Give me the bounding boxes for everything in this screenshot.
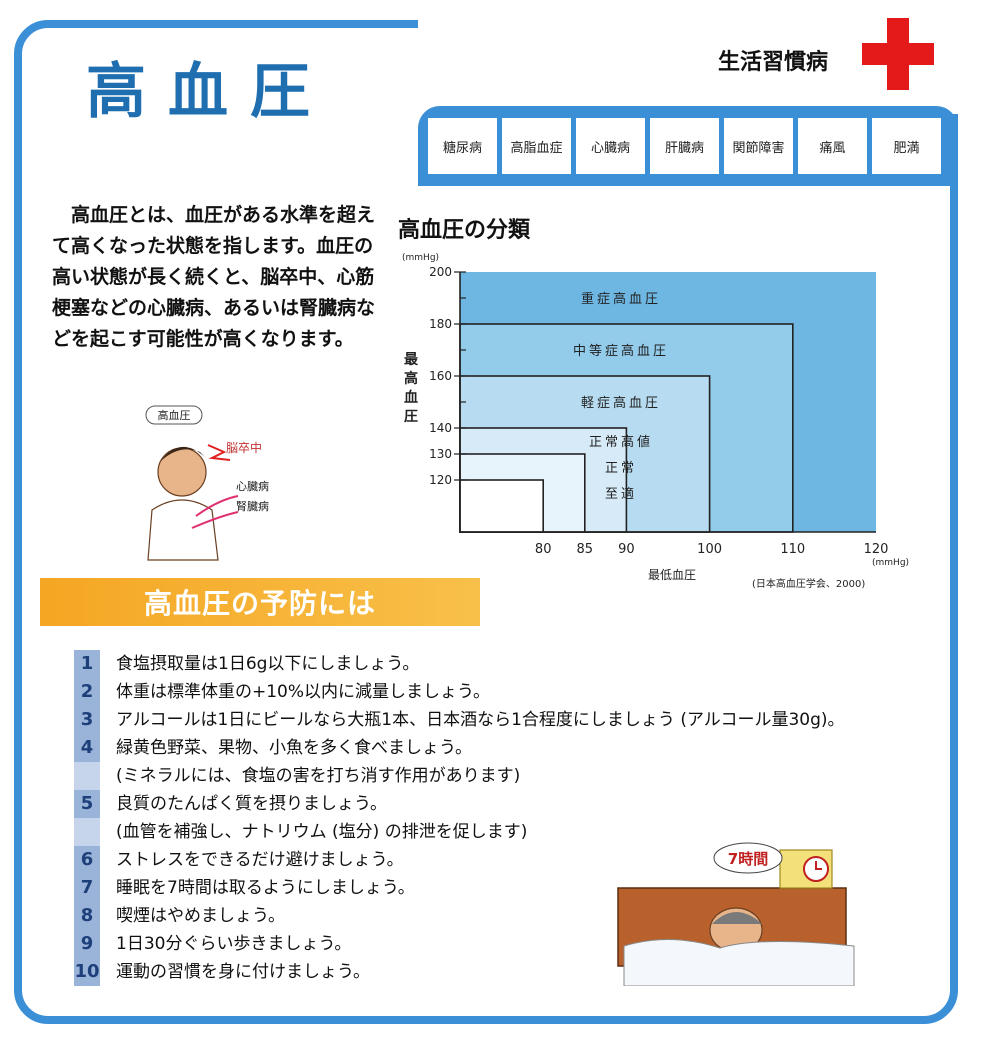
x-tick-label: 80 xyxy=(535,542,552,557)
x-unit: (mmHg) xyxy=(872,558,909,568)
page-title: 高血圧 xyxy=(86,57,332,127)
tab-heart-disease[interactable]: 心臓病 xyxy=(576,118,645,174)
y-tick-label: 200 xyxy=(429,265,452,279)
item-number: 5 xyxy=(74,790,100,818)
headache-man-illustration: 高血圧 脳卒中 心臓病 腎臓病 xyxy=(145,405,269,561)
prevention-banner: 高血圧の予防には xyxy=(40,578,480,626)
item-number: 8 xyxy=(74,902,100,930)
item-number: 3 xyxy=(74,706,100,734)
list-item: 3 アルコールは1日にビールなら大瓶1本、日本酒なら1合程度にしましょう (アルコ… xyxy=(74,706,845,734)
item-text: 体重は標準体重の+10%以内に減量しましょう。 xyxy=(116,682,491,702)
list-item: 4 緑黄色野菜、果物、小魚を多く食べましょう。 xyxy=(74,734,845,762)
list-item: 10 運動の習慣を身に付けましょう。 xyxy=(74,958,845,986)
item-text: (ミネラルには、食塩の害を打ち消す作用があります) xyxy=(116,766,521,786)
x-tick-label: 110 xyxy=(780,542,805,557)
item-number: 4 xyxy=(74,734,100,762)
item-number xyxy=(74,762,100,790)
prevention-title: 高血圧の予防には xyxy=(143,587,376,620)
label-kidney: 腎臓病 xyxy=(236,499,269,513)
label-hbp: 高血圧 xyxy=(158,408,191,422)
item-text: 運動の習慣を身に付けましょう。 xyxy=(116,962,370,982)
label-heart: 心臓病 xyxy=(236,479,269,493)
category-label: 至適 xyxy=(605,486,637,502)
category-label: 軽症高血圧 xyxy=(581,395,661,411)
chart-title: 高血圧の分類 xyxy=(398,218,531,243)
item-number: 10 xyxy=(74,958,100,986)
list-item: 6 ストレスをできるだけ避けましょう。 xyxy=(74,846,845,874)
item-number: 7 xyxy=(74,874,100,902)
x-tick-label: 100 xyxy=(697,542,722,557)
category-label: 正常 xyxy=(605,461,637,476)
y-tick-label: 130 xyxy=(429,447,452,461)
category-label: 中等症高血圧 xyxy=(573,343,669,359)
y-tick-label: 120 xyxy=(429,473,452,487)
item-text: ストレスをできるだけ避けましょう。 xyxy=(116,850,404,870)
tab-diabetes[interactable]: 糖尿病 xyxy=(428,118,497,174)
item-text: (血管を補強し、ナトリウム (塩分) の排泄を促します) xyxy=(116,822,528,842)
list-item: (血管を補強し、ナトリウム (塩分) の排泄を促します) xyxy=(74,818,845,846)
y-unit: (mmHg) xyxy=(402,253,439,263)
label-stroke: 脳卒中 xyxy=(226,440,262,455)
y-tick-label: 180 xyxy=(429,317,452,331)
item-text: 喫煙はやめましょう。 xyxy=(116,906,285,926)
item-number: 2 xyxy=(74,678,100,706)
tab-liver-disease[interactable]: 肝臓病 xyxy=(650,118,719,174)
list-item: 5 良質のたんぱく質を摂りましょう。 xyxy=(74,790,845,818)
chart-source: (日本高血圧学会、2000) xyxy=(752,577,865,590)
list-item: 7 睡眠を7時間は取るようにしましょう。 xyxy=(74,874,845,902)
list-item: 1 食塩摂取量は1日6g以下にしましょう。 xyxy=(74,650,845,678)
item-text: 食塩摂取量は1日6g以下にしましょう。 xyxy=(116,654,420,674)
item-number: 6 xyxy=(74,846,100,874)
tab-gout[interactable]: 痛風 xyxy=(798,118,867,174)
x-tick-label: 90 xyxy=(618,542,635,557)
list-item: 9 1日30分ぐらい歩きましょう。 xyxy=(74,930,845,958)
y-axis-label-char: 血 xyxy=(404,389,418,406)
category-label: 正常高値 xyxy=(589,434,653,450)
category-label: 生活習慣病 xyxy=(718,50,829,75)
list-item: 2 体重は標準体重の+10%以内に減量しましょう。 xyxy=(74,678,845,706)
y-tick-label: 140 xyxy=(429,421,452,435)
tab-obesity[interactable]: 肥満 xyxy=(872,118,941,174)
y-axis-label-char: 高 xyxy=(404,370,418,387)
sleeping-man-illustration: 7時間 xyxy=(617,842,855,986)
list-item: (ミネラルには、食塩の害を打ち消す作用があります) xyxy=(74,762,845,790)
x-tick-label: 120 xyxy=(864,542,889,557)
category-region xyxy=(459,479,544,533)
item-text: 1日30分ぐらい歩きましょう。 xyxy=(116,934,352,954)
clock-label: 7時間 xyxy=(728,850,768,868)
item-number: 9 xyxy=(74,930,100,958)
disease-tabs: 糖尿病 高脂血症 心臓病 肝臓病 関節障害 痛風 肥満 xyxy=(428,118,941,174)
item-number: 1 xyxy=(74,650,100,678)
item-text: アルコールは1日にビールなら大瓶1本、日本酒なら1合程度にしましょう (アルコー… xyxy=(116,710,845,730)
list-item: 8 喫煙はやめましょう。 xyxy=(74,902,845,930)
x-tick-label: 85 xyxy=(577,542,594,557)
red-cross-icon xyxy=(862,18,934,90)
tab-hyperlipidemia[interactable]: 高脂血症 xyxy=(502,118,571,174)
y-axis-label-char: 最 xyxy=(404,351,419,368)
x-axis-label: 最低血圧 xyxy=(648,568,696,582)
prevention-list: 1 食塩摂取量は1日6g以下にしましょう。 2 体重は標準体重の+10%以内に減量し… xyxy=(74,650,845,986)
item-text: 緑黄色野菜、果物、小魚を多く食べましょう。 xyxy=(116,738,472,758)
tab-joint-disorder[interactable]: 関節障害 xyxy=(724,118,793,174)
y-tick-label: 160 xyxy=(429,369,452,383)
frame-notch xyxy=(418,18,978,114)
item-number xyxy=(74,818,100,846)
item-text: 良質のたんぱく質を摂りましょう。 xyxy=(116,794,387,814)
intro-text: 高血圧とは、血圧がある水準を超えて高くなった状態を指します。血圧の高い状態が長く… xyxy=(52,204,376,350)
item-text: 睡眠を7時間は取るようにしましょう。 xyxy=(116,878,415,898)
category-label: 重症高血圧 xyxy=(581,291,661,307)
y-axis-label-char: 圧 xyxy=(404,409,418,425)
